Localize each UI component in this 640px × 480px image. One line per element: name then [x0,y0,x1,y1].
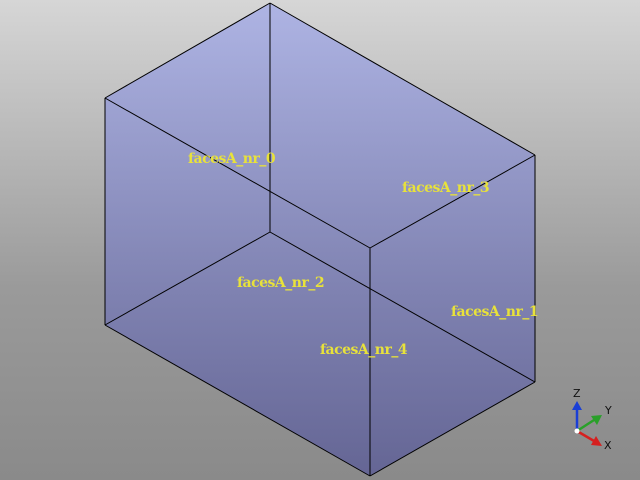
axis-triad: Z Y X [572,387,612,452]
y-axis-arrow-icon [591,415,602,425]
edge-top-front [104,97,371,249]
box-edges [104,2,536,477]
y-axis-line [576,418,595,433]
axis-origin [574,428,580,434]
box-back-edges [104,3,536,383]
edge-top-side [369,154,536,249]
edge-back-right [269,231,536,383]
box-body[interactable] [105,3,535,476]
z-axis-label: Z [573,387,581,400]
y-axis-label: Y [604,404,612,417]
face-label-4[interactable]: facesA_nr_4 [320,342,408,358]
edge-bottom-side [369,381,536,477]
face-label-1[interactable]: facesA_nr_1 [451,304,539,320]
x-axis-arrow-icon [591,436,602,446]
face-label-3[interactable]: facesA_nr_3 [402,180,490,196]
edge-top-back [104,2,271,99]
edge-back-left [104,231,271,326]
face-label-0[interactable]: facesA_nr_0 [188,151,276,167]
face-labels: facesA_nr_0 facesA_nr_3 facesA_nr_2 face… [188,151,539,358]
z-axis-arrow-icon [572,401,582,410]
edge-top-right [269,2,536,156]
edge-bottom-front [104,324,371,477]
x-axis-line [576,429,595,443]
face-label-2[interactable]: facesA_nr_2 [237,275,325,291]
x-axis-label: X [604,439,612,452]
